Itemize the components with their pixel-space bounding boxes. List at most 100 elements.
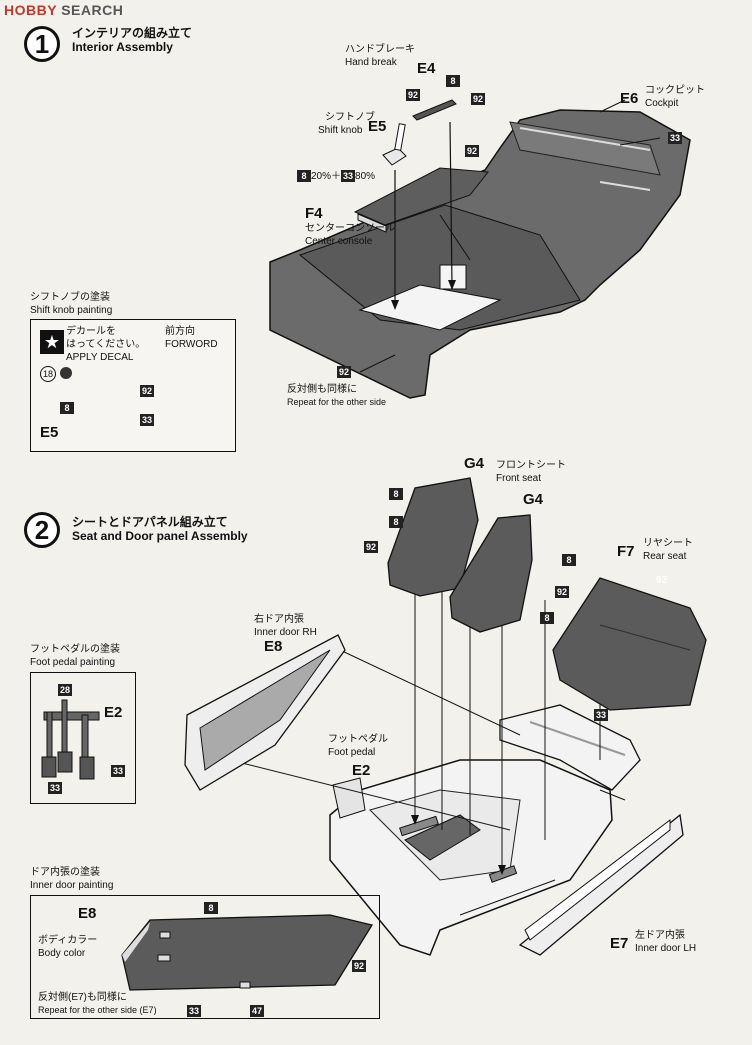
shift-part-e5: E5 <box>40 424 59 441</box>
part-e7: E7 <box>610 935 629 952</box>
color-badge-92: 92 <box>406 89 421 101</box>
shift-paint-title-en: Shift knob painting <box>30 305 113 316</box>
inner-door-panel-drawing <box>121 914 374 991</box>
front-seat-drawing <box>387 477 533 633</box>
inner-door-rh-drawing <box>184 634 346 791</box>
part-e2: E2 <box>352 762 371 779</box>
color-badge-8: 8 <box>389 488 403 500</box>
color-badge-33: 33 <box>48 782 63 794</box>
color-badge-92: 92 <box>140 385 155 397</box>
door-rh-label-en: Inner door RH <box>254 627 317 638</box>
rear-seat-label-en: Rear seat <box>643 551 687 562</box>
mix-color-b: 33 <box>341 170 356 182</box>
step-2-title-ja: シートとドアパネル組み立て <box>72 515 228 529</box>
door-rh-label-ja: 右ドア内張 <box>254 614 304 625</box>
body-color-label-ja: ボディカラー <box>38 935 98 946</box>
step-2-badge: 2 <box>24 512 60 548</box>
foot-pedal-panel-drawing <box>41 699 100 780</box>
pedal-label-en: Foot pedal <box>328 747 376 758</box>
color-badge-33: 33 <box>111 765 126 777</box>
star-decal-icon: ★ <box>40 330 64 354</box>
part-e4: E4 <box>417 60 436 77</box>
rear-seat-label-ja: リヤシート <box>643 538 693 549</box>
part-e5: E5 <box>368 118 387 135</box>
door-repeat-label-ja: 反対側(E7)も同様に <box>38 992 127 1003</box>
pedal-paint-title-ja: フットペダルの塗装 <box>30 644 120 655</box>
logo-suffix: SEARCH <box>61 2 124 18</box>
cockpit-label-en: Cockpit <box>645 98 679 109</box>
shift-paint-title-ja: シフトノブの塗装 <box>30 292 110 303</box>
color-badge-28: 28 <box>58 684 73 696</box>
console-label-en: Center console <box>305 236 373 247</box>
floor-pan-drawing <box>229 590 641 956</box>
mix-color-a: 8 <box>297 170 311 182</box>
shiftknob-label-en: Shift knob <box>318 125 363 136</box>
pedal-part-e2: E2 <box>104 704 123 721</box>
console-label-ja: センターコンソール <box>305 223 395 234</box>
body-color-label-en: Body color <box>38 948 86 959</box>
forward-label-ja: 前方向 <box>165 326 195 337</box>
site-logo: HOBBY SEARCH <box>4 2 123 18</box>
decal-label-ja-2: はってください。 <box>66 339 146 350</box>
door-paint-panel <box>30 895 380 1019</box>
pedal-paint-panel <box>30 672 136 804</box>
door-lh-label-en: Inner door LH <box>635 943 697 954</box>
color-badge-92: 92 <box>364 541 379 553</box>
handbrake-label-en: Hand break <box>345 57 397 68</box>
shift-paint-panel <box>30 319 236 452</box>
color-badge-8: 8 <box>446 75 460 87</box>
cockpit-tub-drawing <box>269 99 691 399</box>
door-lh-label-ja: 左ドア内張 <box>635 930 685 941</box>
decal-label-en: APPLY DECAL <box>66 352 134 363</box>
part-f4: F4 <box>305 205 323 222</box>
color-badge-8: 8 <box>60 402 74 414</box>
pedal-label-ja: フットペダル <box>328 734 388 745</box>
door-paint-title-ja: ドア内張の塗装 <box>30 867 100 878</box>
color-badge-8: 8 <box>389 516 403 528</box>
inner-door-lh-drawing <box>518 813 684 956</box>
color-badge-8: 8 <box>540 612 554 624</box>
front-seat-label-en: Front seat <box>496 473 542 484</box>
color-badge-8: 8 <box>562 554 576 566</box>
decal-number: 18 <box>40 366 56 382</box>
handbrake-label-ja: ハンドブレーキ <box>345 44 415 55</box>
part-e8: E8 <box>264 638 283 655</box>
decal-label-ja-1: デカールを <box>66 326 116 337</box>
color-badge-92: 92 <box>352 960 367 972</box>
part-g4: G4 <box>464 455 485 472</box>
front-seat-label-ja: フロントシート <box>496 460 566 471</box>
mix-a-pct: 20%＋ <box>311 171 342 182</box>
color-badge-92: 92 <box>465 145 480 157</box>
repeat-label-ja: 反対側も同様に <box>287 384 357 395</box>
cockpit-label-ja: コックピット <box>645 85 705 96</box>
rear-seat-color-92: 92 <box>656 575 668 586</box>
knob-ball-icon <box>60 367 72 379</box>
shiftknob-label-ja: シフトノブ <box>325 112 375 123</box>
step-2-title-en: Seat and Door panel Assembly <box>72 529 248 543</box>
door-part-e8: E8 <box>78 905 97 922</box>
repeat-label-en: Repeat for the other side <box>287 397 387 407</box>
color-badge-92: 92 <box>471 93 486 105</box>
color-badge-92: 92 <box>555 586 570 598</box>
step-1-badge: 1 <box>24 26 60 62</box>
color-badge-92: 92 <box>337 366 352 378</box>
door-paint-title-en: Inner door painting <box>30 880 114 891</box>
rear-seat-drawing <box>552 577 707 711</box>
step-1-title-ja: インテリアの組み立て <box>72 26 193 40</box>
part-e6: E6 <box>620 90 639 107</box>
step-1-title-en: Interior Assembly <box>72 40 173 54</box>
color-badge-8: 8 <box>204 902 218 914</box>
mix-b-pct: 80% <box>355 171 376 182</box>
forward-label-en: FORWORD <box>165 339 218 350</box>
door-repeat-label-en: Repeat for the other side (E7) <box>38 1005 157 1015</box>
logo-brand: HOBBY <box>4 2 57 18</box>
part-f7: F7 <box>617 543 635 560</box>
color-badge-33: 33 <box>187 1005 202 1017</box>
part-g4: G4 <box>523 491 544 508</box>
color-badge-47: 47 <box>250 1005 265 1017</box>
color-badge-33: 33 <box>140 414 155 426</box>
pedal-paint-title-en: Foot pedal painting <box>30 657 116 668</box>
color-badge-33: 33 <box>594 709 609 721</box>
